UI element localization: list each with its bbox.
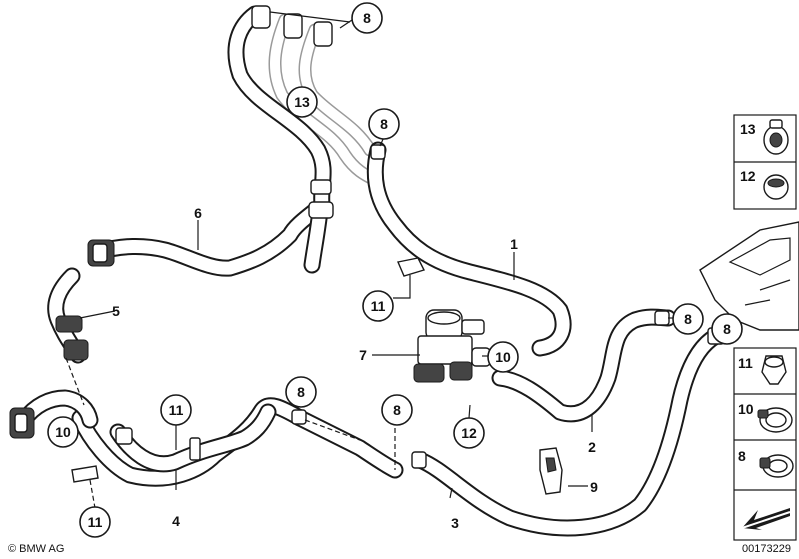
callout-13: 13 bbox=[286, 86, 318, 118]
svg-text:11: 11 bbox=[169, 402, 184, 418]
callout-11-low-b: 11 bbox=[79, 506, 111, 538]
legend-top: 13 12 bbox=[733, 114, 797, 210]
spring-clip-icon bbox=[539, 447, 563, 495]
part-label-7: 7 bbox=[359, 347, 367, 363]
callout-11-low-a: 11 bbox=[160, 394, 192, 426]
part-label-5: 5 bbox=[112, 303, 120, 319]
hose-left-lower bbox=[9, 389, 99, 439]
hose-6 bbox=[87, 5, 334, 277]
svg-text:13: 13 bbox=[294, 94, 310, 110]
valve-assembly bbox=[413, 309, 491, 383]
part-label-6: 6 bbox=[194, 205, 202, 221]
svg-text:10: 10 bbox=[495, 349, 511, 365]
part-label-3: 3 bbox=[451, 515, 459, 531]
legend-top-13: 13 bbox=[740, 121, 756, 137]
hose-clamp-icon bbox=[761, 355, 787, 385]
callout-10-valve: 10 bbox=[487, 341, 519, 373]
hose-1 bbox=[366, 141, 572, 357]
hose-4 bbox=[71, 397, 404, 487]
svg-text:8: 8 bbox=[393, 402, 401, 418]
screw-clamp-icon bbox=[757, 407, 793, 433]
spring-clamp-icon bbox=[759, 454, 794, 478]
callout-8-right-a: 8 bbox=[672, 303, 704, 335]
hose-5 bbox=[47, 267, 89, 364]
svg-text:10: 10 bbox=[55, 424, 71, 440]
part-label-2: 2 bbox=[588, 439, 596, 455]
svg-text:11: 11 bbox=[371, 298, 386, 314]
callout-8-low-a: 8 bbox=[285, 376, 317, 408]
callout-10-left: 10 bbox=[47, 416, 79, 448]
svg-text:8: 8 bbox=[723, 321, 731, 337]
copyright-text: © BMW AG bbox=[8, 543, 64, 555]
legend-bottom-10: 10 bbox=[738, 401, 754, 417]
engine-block bbox=[699, 221, 799, 331]
grommet-icon bbox=[763, 174, 789, 200]
callout-12: 12 bbox=[453, 417, 485, 449]
retaining-clip-icon bbox=[763, 119, 789, 155]
part-label-9: 9 bbox=[590, 479, 598, 495]
top-bracket bbox=[251, 5, 351, 47]
svg-text:8: 8 bbox=[297, 384, 305, 400]
callout-8-low-b: 8 bbox=[381, 394, 413, 426]
callout-8-right-b: 8 bbox=[711, 313, 743, 345]
drawing-number: 00173229 bbox=[742, 543, 791, 555]
arrow-icon bbox=[741, 508, 791, 530]
hose-2 bbox=[491, 308, 677, 423]
leader-lines bbox=[65, 19, 717, 509]
legend-bottom-11: 11 bbox=[738, 355, 753, 371]
part-label-1: 1 bbox=[510, 236, 518, 252]
svg-text:12: 12 bbox=[461, 425, 477, 441]
part-label-4: 4 bbox=[172, 513, 180, 529]
callout-11-valve: 11 bbox=[362, 290, 394, 322]
svg-text:11: 11 bbox=[88, 514, 103, 530]
callout-8-mid: 8 bbox=[368, 108, 400, 140]
legend-bottom-8: 8 bbox=[738, 448, 746, 464]
callout-8-top: 8 bbox=[351, 2, 383, 34]
legend-top-12: 12 bbox=[740, 168, 756, 184]
svg-text:8: 8 bbox=[684, 311, 692, 327]
svg-text:8: 8 bbox=[380, 116, 388, 132]
svg-text:8: 8 bbox=[363, 10, 371, 26]
legend-bottom: 11 10 8 bbox=[733, 347, 797, 541]
